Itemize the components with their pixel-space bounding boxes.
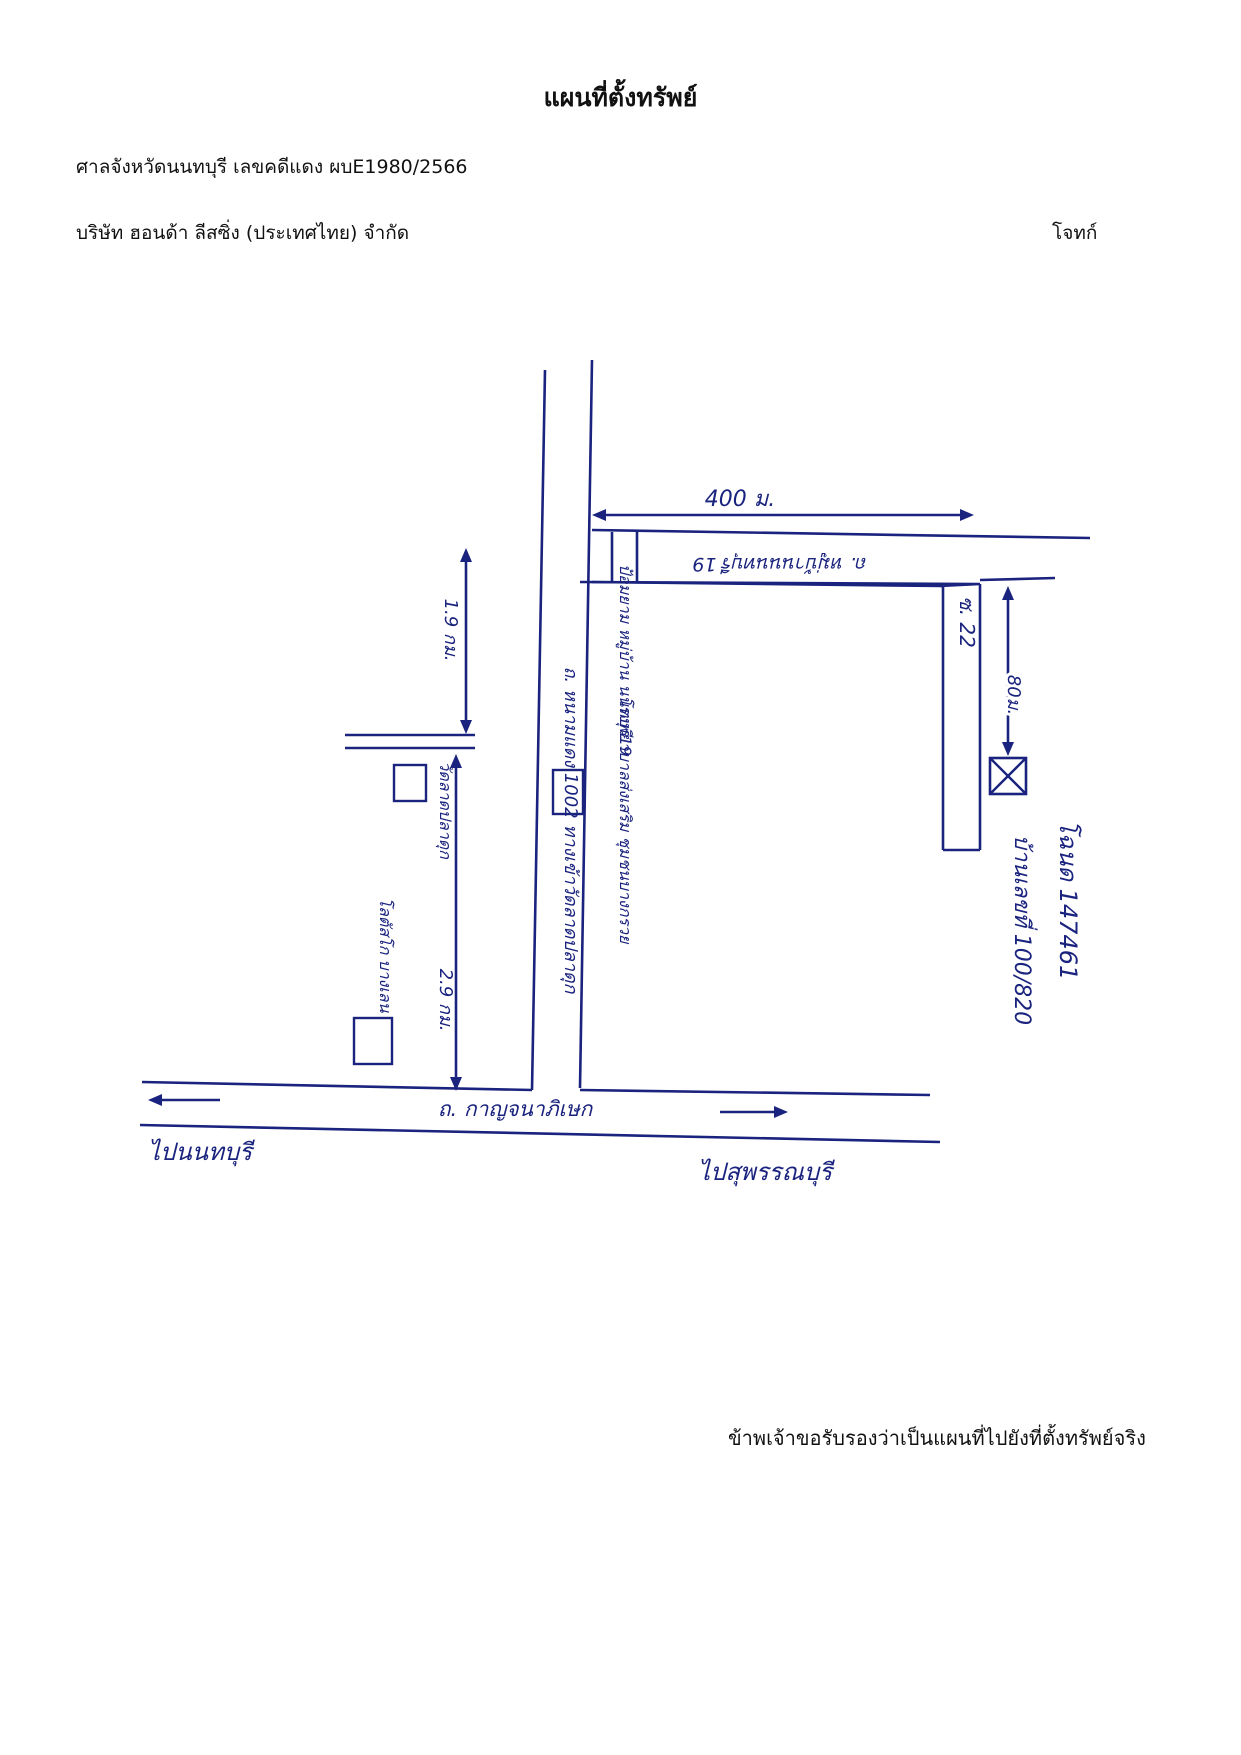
temple-marker xyxy=(392,763,428,803)
highway-bottom-edge xyxy=(140,1123,941,1144)
plaintiff-name: บริษัท ฮอนด้า ลีสซิ่ง (ประเทศไทย) จำกัด xyxy=(76,222,410,244)
community-hospital-label: โรงพยาบาลส่งเสริม ชุมชนบางกรวย xyxy=(615,697,635,945)
village-road-top-edge xyxy=(591,528,1091,540)
arrow-head-up xyxy=(1002,586,1014,600)
village-road-label: ถ. หมู่บ้านนนทบุรี 19 xyxy=(692,553,867,575)
arrow-head-right xyxy=(960,509,974,521)
property-marker-cross-2 xyxy=(989,757,1027,795)
distance-left-upper-label: 1.9 กม. xyxy=(440,599,461,662)
hand-drawn-location-map: 400 ม. ถ. หมู่บ้านนนทบุรี 19 ซ. 22 80ม. … xyxy=(140,360,1091,1187)
main-road-left-edge xyxy=(530,369,547,1091)
distance-left-lower-label: 2.9 กม. xyxy=(435,969,456,1032)
arrow-head-down-3 xyxy=(450,1077,462,1091)
arrow-head-east xyxy=(774,1106,788,1118)
main-road-label: ถ. หนามแดง 1002 ทางเข้าวัดลาดปลาดุก xyxy=(560,667,581,995)
village-entrance-label: ป้อมยาม หมู่บ้าน นนทบุรี19 xyxy=(615,564,635,756)
highway-top-edge-right xyxy=(579,1088,931,1097)
main-road-right-edge xyxy=(578,360,594,1089)
to-suphanburi-label: ไปสุพรรณบุรี xyxy=(698,1158,835,1187)
document-title: แผนที่ตั้งทรัพย์ xyxy=(543,83,698,112)
store-label: โลตัสโก บางเลน xyxy=(376,897,395,1013)
highway-top-edge xyxy=(141,1080,533,1092)
to-nonthaburi-label: ไปนนทบุรี xyxy=(148,1138,255,1167)
soi-top-branch xyxy=(979,576,1056,582)
soi-label: ซ. 22 xyxy=(955,596,979,648)
arrow-head-up-2 xyxy=(460,548,472,562)
village-road-bottom-line xyxy=(591,580,943,588)
certification-statement: ข้าพเจ้าขอรับรองว่าเป็นแผนที่ไปยังที่ตั้… xyxy=(728,1426,1146,1450)
case-number-line: ศาลจังหวัดนนทบุรี เลขคดีแดง ผบE1980/2566 xyxy=(76,156,468,178)
property-marker xyxy=(988,756,1028,796)
arrow-head-down xyxy=(1002,742,1014,756)
arrow-head-up-3 xyxy=(450,754,462,768)
arrow-head-down-2 xyxy=(460,720,472,734)
highway-label: ถ. กาญจนาภิเษก xyxy=(438,1097,594,1121)
store-marker xyxy=(352,1016,394,1066)
property-house-label: บ้านเลขที่ 100/820 xyxy=(1009,835,1038,1025)
distance-soi-label: 80ม. xyxy=(1003,675,1024,716)
temple-label: วัดลาดปลาดุก xyxy=(435,761,455,860)
property-deed-label: โฉนด 147461 xyxy=(1054,820,1082,980)
plaintiff-role: โจทก์ xyxy=(1052,222,1098,244)
arrow-head-west xyxy=(148,1094,162,1106)
arrow-head-left xyxy=(592,509,606,521)
hospital-marker xyxy=(551,768,585,816)
distance-top-label: 400 ม. xyxy=(705,487,775,512)
